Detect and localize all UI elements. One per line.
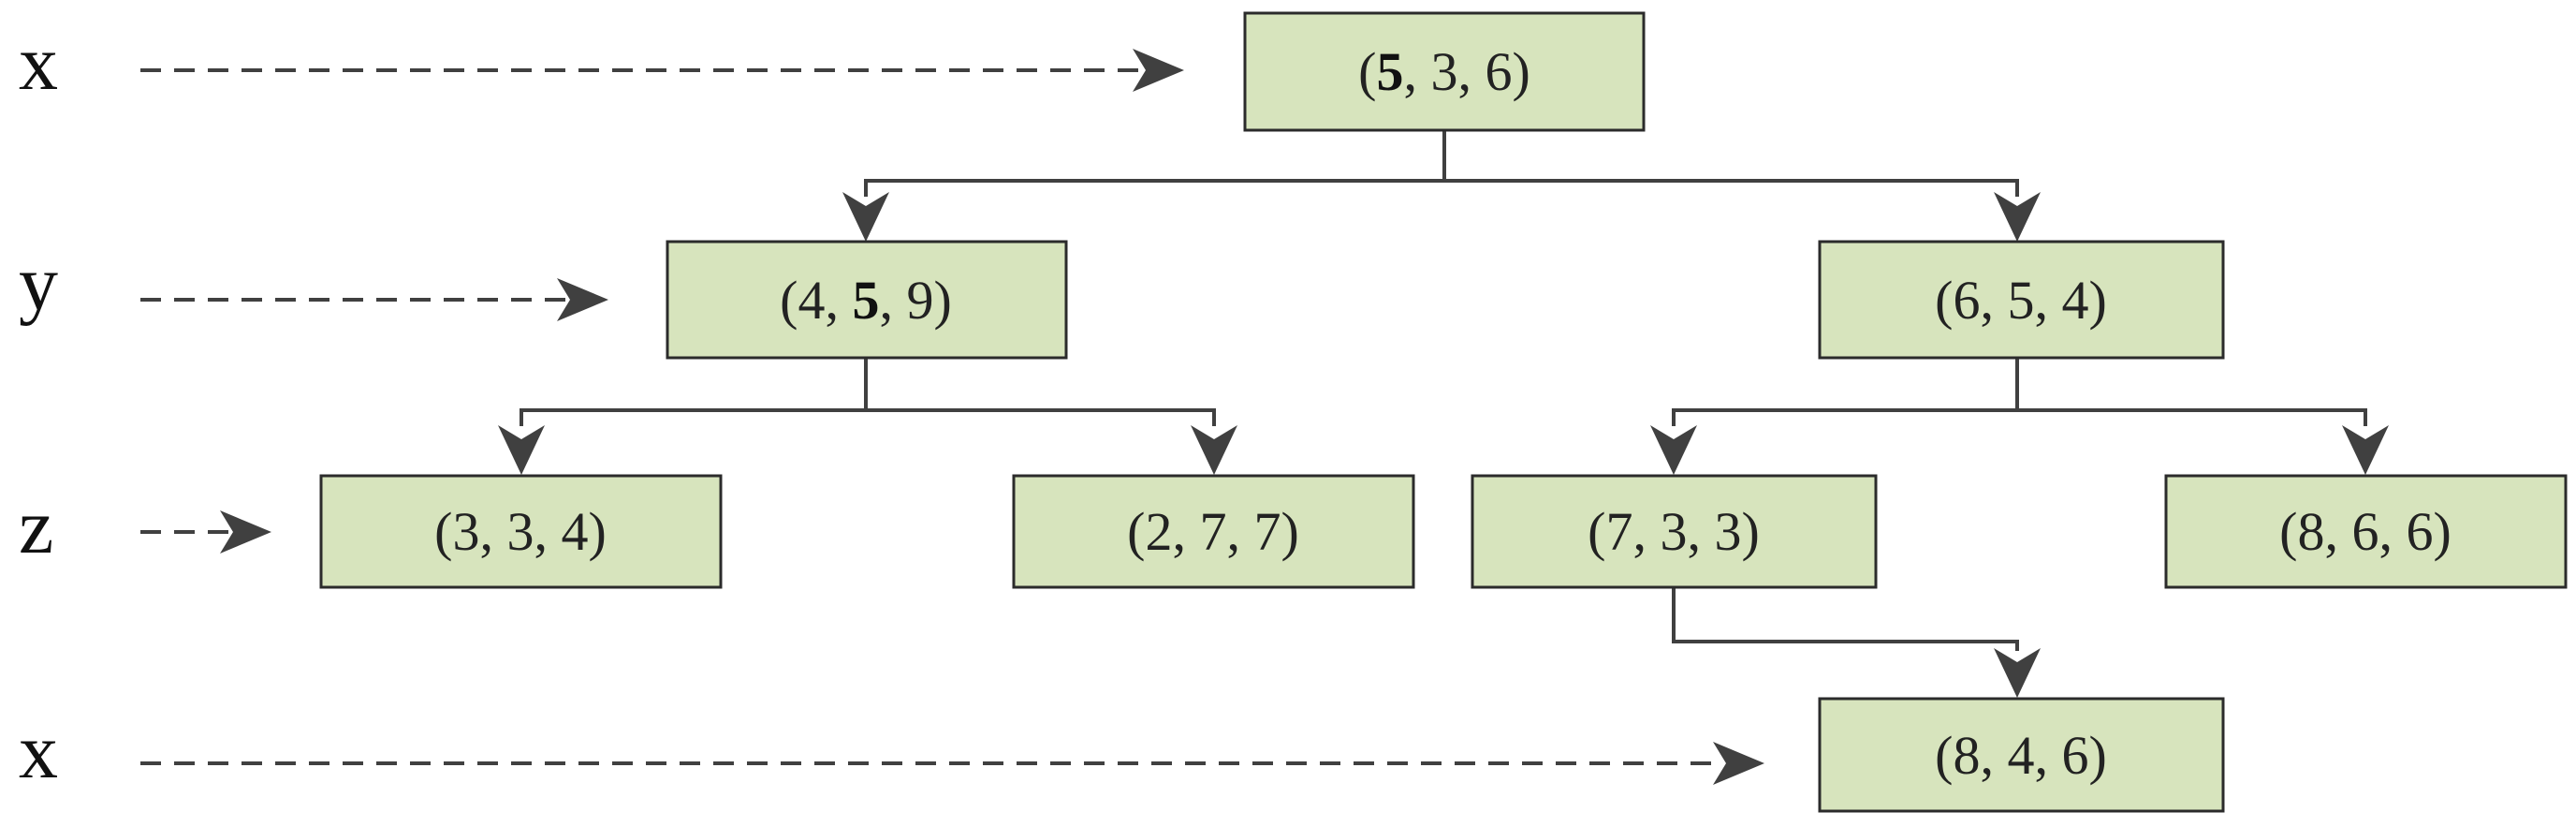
node-value: 8 [1954,725,1981,786]
level-arrow [140,278,608,321]
level-arrow [140,49,1184,92]
node-value: 2 [1146,501,1173,562]
tree-node-root: (5, 3, 6) [1243,11,1646,132]
tree-edge [498,358,868,475]
node-value: 6 [2407,501,2434,562]
tree-node-leaf: (2, 7, 7) [1012,474,1415,589]
svg-text:(4, 5, 9): (4, 5, 9) [780,270,952,331]
tree-node: (6, 5, 4) [1818,240,2225,360]
svg-text:(5, 3, 6): (5, 3, 6) [1358,41,1530,102]
svg-text:(3, 3, 4): (3, 3, 4) [434,501,607,562]
tree-edge [842,131,1446,242]
node-value: 4 [2062,270,2089,331]
node-value: 6 [2062,725,2089,786]
node-value: 4 [798,270,826,331]
node-value: 7 [1606,501,1633,562]
svg-text:(6, 5, 4): (6, 5, 4) [1935,270,2107,331]
tree-edge [866,408,1237,475]
node-value: 4 [562,501,589,562]
node-value: 5 [1377,41,1404,102]
tree-node: (4, 5, 9) [666,240,1068,360]
level-axis-label: x [19,708,58,795]
tree-node-leaf: (3, 3, 4) [319,474,723,589]
node-value: 7 [1254,501,1281,562]
node-value: 7 [1200,501,1227,562]
level-arrow [140,510,271,554]
svg-text:(8, 4, 6): (8, 4, 6) [1935,725,2107,786]
node-value: 6 [1954,270,1981,331]
tree-node-leaf: (8, 6, 6) [2164,474,2568,589]
node-value: 3 [1715,501,1742,562]
node-value: 3 [1431,41,1458,102]
tree-node-leaf: (8, 4, 6) [1818,697,2225,813]
svg-text:(7, 3, 3): (7, 3, 3) [1588,501,1760,562]
svg-text:(2, 7, 7): (2, 7, 7) [1127,501,1299,562]
level-axis-label: z [19,483,53,570]
level-axis-label: y [19,240,58,327]
tree-edge [1444,179,2041,242]
svg-text:(8, 6, 6): (8, 6, 6) [2279,501,2452,562]
node-value: 5 [853,270,880,331]
node-value: 3 [453,501,480,562]
node-value: 5 [2008,270,2035,331]
node-value: 8 [2298,501,2325,562]
tree-edge [2017,408,2389,475]
node-value: 3 [507,501,534,562]
node-value: 6 [2352,501,2379,562]
node-value: 4 [2008,725,2035,786]
node-value: 9 [907,270,934,331]
tree-edge [1650,358,2019,475]
node-value: 3 [1661,501,1688,562]
node-value: 6 [1486,41,1513,102]
tree-edge [1672,587,2041,698]
tree-node: (7, 3, 3) [1471,474,1878,589]
level-arrow [140,742,1764,785]
level-axis-label: x [19,20,58,107]
